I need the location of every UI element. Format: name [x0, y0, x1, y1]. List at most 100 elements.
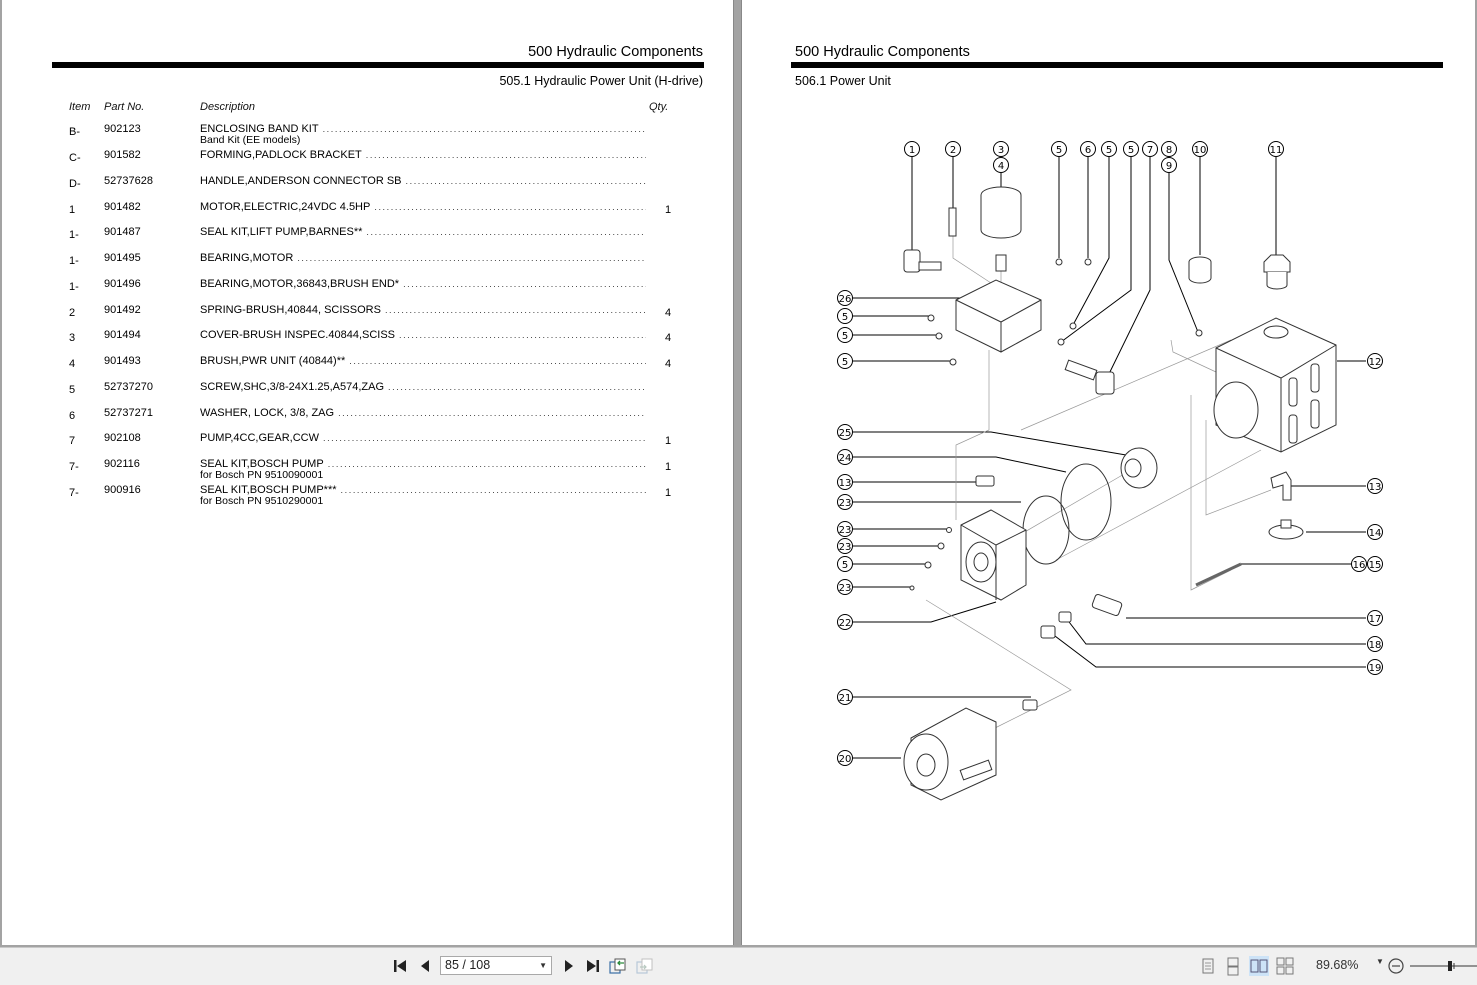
previous-page-icon[interactable] [417, 959, 433, 973]
single-continuous-icon [1227, 957, 1239, 976]
quantity: 1 [665, 204, 672, 216]
dot-leader: ........................................… [365, 150, 646, 160]
description-text: ENCLOSING BAND KIT [200, 123, 319, 135]
next-page-icon[interactable] [561, 959, 577, 973]
svg-text:25: 25 [839, 428, 852, 439]
svg-text:4: 4 [998, 161, 1004, 172]
dot-leader: ........................................… [338, 408, 646, 418]
item-code: 6 [69, 410, 76, 422]
facing-pages-icon [1250, 959, 1268, 973]
description: BEARING,MOTOR,36843,BRUSH END*..........… [200, 279, 646, 290]
svg-text:16: 16 [1353, 560, 1366, 571]
previous-view-icon[interactable] [609, 957, 627, 975]
quantity: 4 [665, 358, 672, 370]
description: SEAL KIT,BOSCH PUMP***..................… [200, 485, 646, 507]
svg-text:21: 21 [839, 693, 852, 704]
item-code: 2 [69, 307, 76, 319]
single-continuous-view-button[interactable] [1223, 956, 1243, 976]
zoom-out-icon[interactable] [1387, 957, 1405, 975]
item-code: C- [69, 152, 81, 164]
page-dropdown-caret-icon[interactable]: ▼ [539, 961, 547, 970]
svg-text:2: 2 [950, 145, 956, 156]
svg-text:23: 23 [839, 542, 852, 553]
zoom-level[interactable]: 89.68% [1316, 958, 1359, 972]
svg-text:23: 23 [839, 498, 852, 509]
header-rule [52, 62, 704, 68]
description-text: WASHER, LOCK, 3/8, ZAG [200, 407, 335, 419]
item-code: 7- [69, 461, 79, 473]
single-page-view-button[interactable] [1198, 956, 1218, 976]
part-number: 902116 [104, 458, 140, 470]
svg-text:26: 26 [839, 294, 852, 305]
subsection-title: 505.1 Hydraulic Power Unit (H-drive) [499, 74, 703, 88]
svg-text:1: 1 [909, 145, 915, 156]
dot-leader: ........................................… [399, 330, 646, 340]
quantity: 1 [665, 487, 672, 499]
description-text: COVER-BRUSH INSPEC.40844,SCISS [200, 329, 396, 341]
svg-text:18: 18 [1369, 640, 1382, 651]
description-text: BEARING,MOTOR [200, 252, 294, 264]
zoom-slider[interactable] [1410, 957, 1477, 975]
svg-text:13: 13 [839, 478, 852, 489]
svg-text:23: 23 [839, 583, 852, 594]
zoom-slider-thumb [1448, 961, 1452, 971]
description: PUMP,4CC,GEAR,CCW.......................… [200, 433, 646, 444]
next-view-icon[interactable] [636, 957, 654, 975]
description-text: SEAL KIT,LIFT PUMP,BARNES** [200, 226, 363, 238]
svg-text:10: 10 [1194, 145, 1207, 156]
part-number: 901582 [104, 149, 141, 161]
svg-text:5: 5 [842, 331, 848, 342]
dot-leader: ........................................… [388, 382, 646, 392]
last-page-icon[interactable] [585, 959, 601, 973]
facing-pages-view-button[interactable] [1249, 956, 1269, 976]
item-code: B- [69, 126, 80, 138]
description: COVER-BRUSH INSPEC.40844,SCISS..........… [200, 330, 646, 341]
part-number: 901492 [104, 304, 141, 316]
item-code: 1 [69, 204, 76, 216]
first-page-icon[interactable] [392, 959, 408, 973]
column-header-qty: Qty. [649, 101, 669, 113]
description-text: SEAL KIT,BOSCH PUMP [200, 458, 324, 470]
description: BEARING,MOTOR...........................… [200, 253, 646, 264]
facing-continuous-view-button[interactable] [1275, 956, 1295, 976]
part-number: 901493 [104, 355, 141, 367]
callout-1: 1 [904, 141, 920, 157]
svg-text:3: 3 [998, 145, 1004, 156]
svg-text:23: 23 [839, 525, 852, 536]
dot-leader: ........................................… [405, 176, 647, 186]
column-header-description: Description [200, 101, 256, 113]
page-right: 500 Hydraulic Components 506.1 Power Uni… [741, 0, 1475, 945]
description-note: Band Kit (EE models) [200, 134, 301, 146]
description: HANDLE,ANDERSON CONNECTOR SB............… [200, 176, 646, 187]
svg-text:13: 13 [1369, 482, 1382, 493]
description-text: PUMP,4CC,GEAR,CCW [200, 432, 319, 444]
zoom-dropdown-caret-icon[interactable]: ▼ [1376, 957, 1384, 966]
dot-leader: ........................................… [297, 253, 646, 263]
section-title: 500 Hydraulic Components [528, 44, 703, 60]
part-number: 52737271 [104, 407, 153, 419]
quantity: 1 [665, 461, 672, 473]
dot-leader: ........................................… [366, 227, 646, 237]
description-text: BRUSH,PWR UNIT (40844)** [200, 355, 346, 367]
svg-text:17: 17 [1369, 614, 1382, 625]
item-code: D- [69, 178, 81, 190]
svg-text:14: 14 [1369, 528, 1382, 539]
item-code: 4 [69, 358, 76, 370]
document-viewport[interactable]: 500 Hydraulic Components 505.1 Hydraulic… [0, 0, 1477, 947]
item-code: 1- [69, 255, 79, 267]
exploded-parts-diagram: 1 2 3 4 5 6 5 5 7 8 9 10 11 26 5 5 5 12 … [837, 141, 1383, 801]
svg-text:5: 5 [1106, 145, 1112, 156]
item-code: 5 [69, 384, 76, 396]
dot-leader: ........................................… [384, 305, 646, 315]
column-header-item: Item [69, 101, 91, 113]
description-note: for Bosch PN 9510290001 [200, 495, 324, 507]
svg-text:22: 22 [839, 618, 852, 629]
page-number-input[interactable]: 85 / 108 ▼ [440, 956, 552, 975]
